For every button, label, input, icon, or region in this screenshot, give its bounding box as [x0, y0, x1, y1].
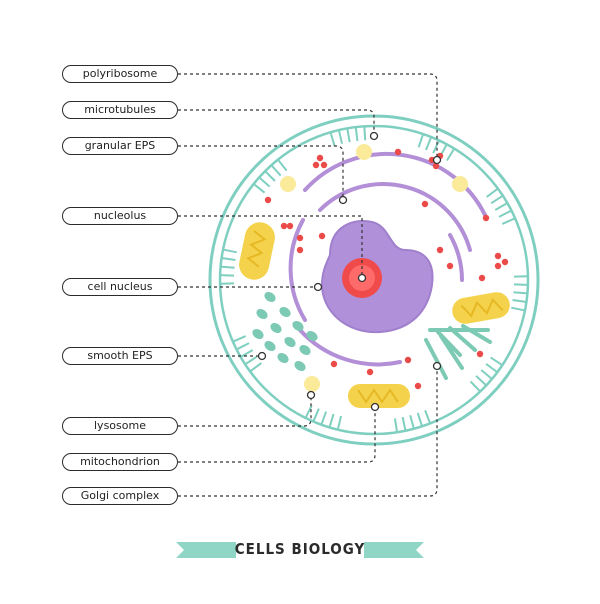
microtubule-tick [331, 132, 335, 145]
mitochondrion-left [236, 220, 277, 283]
ribosome-dot [479, 275, 485, 281]
ribosome-dot [447, 263, 453, 269]
microtubule-tick [223, 250, 237, 253]
label-polyribosome: polyribosome [62, 65, 178, 83]
microtubule-tick [447, 149, 454, 161]
mitochondrion [348, 384, 410, 408]
microtubule-tick [222, 258, 236, 260]
ribosome-dot [287, 223, 293, 229]
ribosome-dot [495, 263, 501, 269]
ribosome-dot [477, 351, 483, 357]
label-cell-nucleus: cell nucleus [62, 278, 178, 296]
microtubule-tick [233, 336, 246, 342]
page-title: CELLS BIOLOGY [220, 537, 380, 561]
mitochondrion-right [450, 290, 512, 326]
label-microtubules: microtubules [62, 101, 178, 119]
smooth-eps [251, 290, 320, 373]
microtubule-tick [250, 363, 261, 371]
label-nucleolus: nucleolus [62, 207, 178, 225]
ribosome-dot [331, 361, 337, 367]
microtubule-tick [329, 414, 333, 427]
ribosome-dot [415, 383, 421, 389]
ribosome-dot [437, 247, 443, 253]
ribosome-dot [313, 162, 319, 168]
ribosome-dot [502, 259, 508, 265]
microtubule-tick [313, 409, 319, 422]
microtubule-tick [476, 376, 486, 386]
microtubule-tick [513, 292, 527, 293]
ribosome-dot [319, 233, 325, 239]
microtubule-tick [410, 415, 414, 429]
label-mitochondrion: mitochondrion [62, 453, 178, 471]
ribosome-dot [395, 149, 401, 155]
microtubule-tick [491, 357, 503, 365]
microtubule-tick [426, 137, 431, 150]
microtubule-tick [487, 189, 498, 197]
label-smooth-eps: smooth EPS [62, 347, 178, 365]
microtubule-tick [271, 165, 280, 175]
microtubule-tick [221, 267, 235, 268]
microtubule-tick [278, 160, 287, 171]
microtubule-tick [245, 357, 257, 365]
microtubule-tick [486, 364, 497, 372]
label-lysosome: lysosome [62, 417, 178, 435]
microtubule-tick [356, 127, 358, 141]
microtubule-tick [481, 370, 492, 379]
microtubule-tick [259, 177, 269, 186]
microtubule-tick [237, 343, 249, 349]
microtubule-tick [321, 412, 326, 425]
microtubule-tick [513, 300, 527, 302]
ribosome-dot [495, 253, 501, 259]
ribosome-dot [281, 223, 287, 229]
ribosome-dot [265, 197, 271, 203]
label-granular-eps: granular EPS [62, 137, 178, 155]
microtubule-tick [425, 410, 430, 423]
ribosome-dot [405, 357, 411, 363]
ribosome-dot [422, 201, 428, 207]
microtubule-tick [338, 416, 341, 430]
microtubule-tick [254, 184, 265, 193]
ribosome-dot [297, 235, 303, 241]
ribosome-dot [483, 215, 489, 221]
microtubule-tick [499, 211, 511, 217]
microtubule-tick [419, 134, 423, 147]
ribosome-dot [317, 155, 323, 161]
microtubule-tick [502, 218, 515, 224]
microtubule-tick [395, 418, 397, 432]
microtubule-tick [403, 417, 406, 431]
microtubule-tick [471, 381, 481, 391]
microtubule-tick [339, 130, 342, 144]
label-golgi-complex: Golgi complex [62, 487, 178, 505]
microtubule-tick [495, 203, 507, 210]
ribosome-dot [367, 369, 373, 375]
microtubule-tick [511, 308, 525, 311]
microtubule-tick [265, 171, 275, 181]
ribosome-dot [321, 162, 327, 168]
ribosome-dot [297, 247, 303, 253]
microtubule-tick [433, 140, 439, 153]
microtubule-tick [364, 126, 365, 140]
microtubule-tick [347, 128, 349, 142]
microtubule-tick [418, 413, 422, 426]
microtubule-tick [491, 196, 503, 204]
